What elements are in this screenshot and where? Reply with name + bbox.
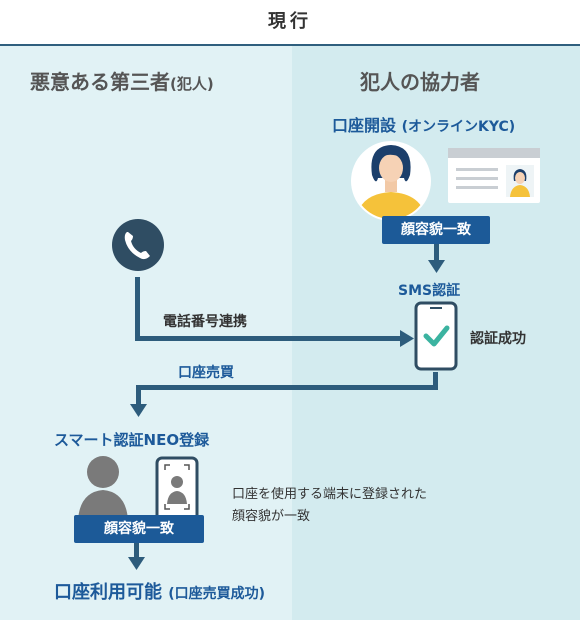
header-divider [0, 44, 580, 46]
arrow-phone-link [135, 277, 414, 347]
open-account-main: 口座開設 [332, 116, 397, 135]
phone-icon [112, 219, 164, 271]
sms-auth-label: SMS認証 [398, 283, 461, 299]
left-title-suffix: (犯人) [170, 75, 214, 93]
result-label: 口座利用可能 (口座売買成功) [54, 578, 265, 604]
arrow-badge-to-sms [428, 244, 445, 273]
person-silhouette-icon [78, 456, 128, 520]
arrow-account-trade [130, 372, 438, 417]
phone-link-label: 電話番号連携 [163, 314, 247, 330]
open-account-suffix: (オンラインKYC) [401, 119, 516, 135]
auth-success-label: 認証成功 [470, 331, 526, 347]
result-main: 口座利用可能 [54, 582, 162, 603]
page-title: 現行 [268, 11, 312, 32]
smartphone-check-icon [414, 301, 458, 371]
face-match-badge-right: 顔容貌一致 [382, 216, 490, 244]
face-description-line-1: 口座を使用する端末に登録された [232, 487, 428, 502]
result-suffix: (口座売買成功) [168, 586, 266, 602]
smart-auth-neo-label: スマート認証NEO登録 [54, 431, 210, 449]
face-description-line-2: 顔容貌が一致 [232, 509, 311, 524]
arrow-to-result [128, 543, 145, 570]
id-card-icon [448, 148, 540, 203]
smartphone-face-scan-icon [155, 456, 199, 526]
face-match-badge-left: 顔容貌一致 [74, 515, 204, 543]
left-title-main: 悪意ある第三者 [30, 70, 170, 94]
account-trade-label: 口座売買 [178, 365, 234, 381]
right-column-title: 犯人の協力者 [360, 70, 480, 94]
left-column-title: 悪意ある第三者(犯人) [30, 66, 214, 95]
open-account-label: 口座開設 (オンラインKYC) [332, 112, 515, 136]
person-female-icon [351, 141, 431, 221]
